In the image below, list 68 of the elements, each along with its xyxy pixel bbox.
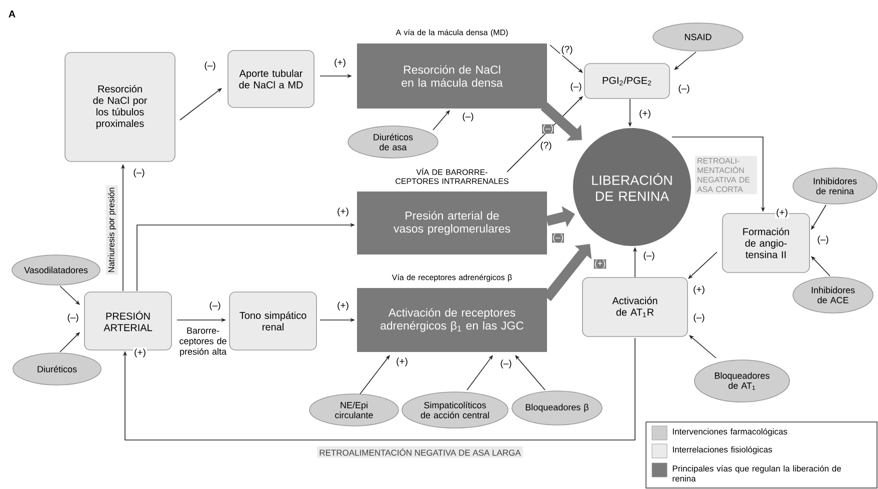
edge-label: (+)	[333, 58, 347, 68]
sign-label: (+)	[133, 348, 147, 358]
process-box: Resorción de NaCl por los túbulos proximales	[64, 52, 176, 162]
edge-label: (+)	[638, 108, 652, 120]
legend-text: Principales vías que regulan la liberación de renina	[672, 465, 841, 482]
vertical-label: Natriuresis por presión	[106, 185, 118, 275]
edge-label: (–)	[692, 312, 706, 324]
arrow	[60, 286, 80, 305]
edge-label: (–)	[552, 233, 564, 243]
arrow	[180, 88, 222, 120]
sign-label: (–)	[499, 358, 513, 370]
arrow	[60, 332, 80, 352]
edge-label: (+)	[594, 259, 606, 269]
arrow	[674, 52, 696, 70]
edge-label: RETROALIMENTACIÓN NEGATIVA DE ASA LARGA	[317, 446, 523, 458]
pathway-heading: A vía de la mácula densa (MD)	[396, 29, 508, 37]
edge-label: (?)	[560, 44, 574, 56]
process-box: Tono simpático renal	[229, 292, 317, 350]
arrow	[466, 355, 493, 390]
edge-label: (–)	[542, 124, 554, 134]
text-label: Barorre-ceptores de presión alta	[180, 327, 226, 357]
edge-label: (–)	[816, 234, 830, 246]
edge-label: (+)	[692, 284, 706, 296]
oval-node: Inhibidores de ACE	[792, 276, 874, 314]
pathway-box: Activación de receptores adrenérgicos β$_{1}$ en las JGC	[357, 288, 547, 352]
pathway-box: Resorción de NaCl en la mácula densa	[357, 44, 547, 108]
oval-node: Diuréticos de asa	[348, 126, 438, 158]
legend-text: Intervenciones farmacológicas	[672, 428, 788, 436]
arrow	[515, 355, 546, 390]
edge-label: (+)	[395, 356, 409, 368]
arrow	[688, 252, 718, 279]
oval-node: Vasodilatadores	[12, 254, 100, 286]
oval-node: NSAID	[652, 22, 744, 52]
block-arrow	[540, 102, 582, 141]
oval-node: Simpaticolíticos de acción central	[402, 392, 508, 428]
process-box: Activación de AT$_{1}$R	[582, 277, 688, 337]
edge-label: (–)	[461, 112, 475, 122]
oval-node: Diuréticos	[12, 352, 102, 386]
edge-label: RETROALI-MENTACIÓN NEGATIVA DE ASA CORTA	[695, 156, 757, 194]
arrow	[550, 44, 583, 73]
sign-label: (+)	[775, 208, 789, 218]
edge-label: (+)	[336, 300, 350, 312]
arrow	[811, 256, 830, 276]
arrow	[432, 110, 450, 130]
edge-label: (+)	[336, 206, 350, 218]
sign-label: (–)	[66, 312, 80, 324]
process-box: Aporte tubular de NaCl a MD	[228, 50, 314, 108]
oval-node: Bloqueadores de AT$_{1}$	[694, 360, 790, 402]
edge-label: (–)	[677, 84, 691, 94]
edge-label: (–)	[203, 60, 217, 72]
process-box: PGI$_{2}$/PGE$_{2}$	[584, 63, 670, 99]
sign-label: (–)	[569, 82, 583, 92]
edge-label: (–)	[132, 168, 146, 178]
arrow	[360, 355, 390, 394]
arrow	[506, 96, 583, 172]
panel-letter: A	[8, 10, 16, 18]
edge-label: (–)	[642, 250, 656, 262]
pathway-box: Presión arterial de vasos preglomerulares	[357, 192, 547, 254]
oval-node: NE/Epi circulante	[309, 394, 399, 426]
edge-label: (–)	[208, 300, 222, 312]
edge-label: (?)	[539, 140, 553, 152]
pathway-heading: VÍA DE BARORRE-CEPTORES INTRARRENALES	[396, 168, 508, 184]
oval-node: Inhibidores de renina	[792, 168, 878, 204]
pathway-heading: Vía de receptores adrenérgicos β	[392, 274, 512, 282]
oval-node: Bloqueadores β	[512, 390, 602, 426]
legend-text: Interrelaciones fisiológicas	[672, 446, 772, 454]
arrow	[689, 335, 716, 358]
arrow	[122, 338, 636, 440]
